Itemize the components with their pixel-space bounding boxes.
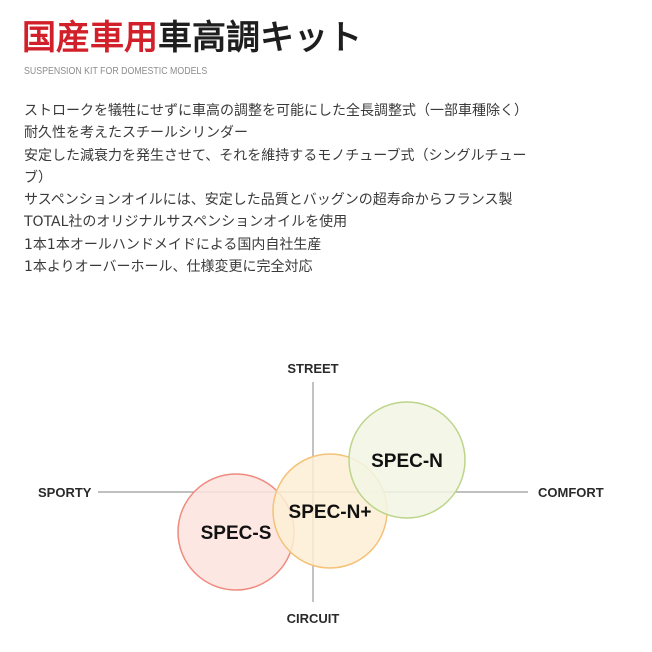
- spec-n-circle: [348, 401, 466, 519]
- feature-item: 1本よりオーバーホール、仕様変更に完全対応: [24, 259, 313, 276]
- feature-item: 耐久性を考えたスチールシリンダー: [24, 125, 248, 142]
- page-title: 国産車用車高調キット: [22, 14, 362, 62]
- spec-positioning-diagram: STREET CIRCUIT SPORTY COMFORT SPEC-S SPE…: [38, 361, 604, 626]
- feature-item: TOTAL社のオリジナルサスペンションオイルを使用: [24, 214, 348, 231]
- spec-s-label: SPEC-S: [201, 523, 272, 544]
- feature-item: ブ）: [24, 169, 52, 186]
- axis-label-street: STREET: [287, 361, 338, 376]
- title-main: 車高調キット: [158, 18, 362, 58]
- feature-item: サスペンションオイルには、安定した品質とバッグンの超寿命からフランス製: [24, 192, 513, 209]
- spec-n-plus-label: SPEC-N+: [289, 502, 372, 523]
- feature-item: ストロークを犠牲にせずに車高の調整を可能にした全長調整式（一部車種除く）: [24, 103, 528, 119]
- axis-label-sporty: SPORTY: [38, 485, 92, 500]
- feature-list: ストロークを犠牲にせずに車高の調整を可能にした全長調整式（一部車種除く） 耐久性…: [24, 100, 614, 278]
- page-subtitle: SUSPENSION KIT FOR DOMESTIC MODELS: [24, 66, 208, 77]
- axis-label-comfort: COMFORT: [538, 485, 604, 500]
- axis-label-circuit: CIRCUIT: [287, 611, 340, 626]
- spec-n-label: SPEC-N: [371, 451, 443, 472]
- feature-item: 1本1本オールハンドメイドによる国内自社生産: [24, 236, 322, 253]
- title-accent: 国産車用: [22, 18, 158, 58]
- feature-item: 安定した減衰力を発生させて、それを維持するモノチューブ式（シングルチュー: [24, 147, 527, 164]
